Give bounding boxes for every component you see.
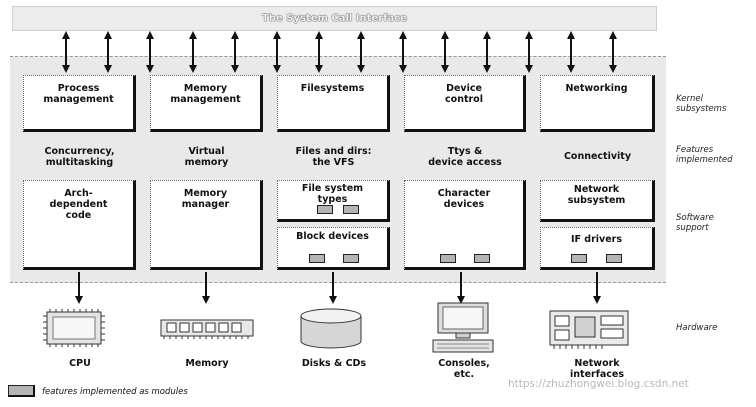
system-call-interface-label: The System Call Interface: [262, 13, 407, 24]
hw-label-memory: Memory: [185, 358, 229, 369]
module-indicator: [474, 254, 490, 263]
box-memory-management: Memory management: [150, 75, 263, 132]
legend-module-swatch: [8, 385, 35, 397]
module-indicator: [606, 254, 622, 263]
module-indicator: [343, 254, 359, 263]
label-network-subsystem: Network subsystem: [567, 184, 626, 206]
feature-device-access: Ttys & device access: [428, 146, 502, 168]
feature-connectivity: Connectivity: [563, 151, 632, 162]
module-indicator: [571, 254, 587, 263]
module-indicator: [317, 205, 333, 214]
hw-label-network-interfaces: Network interfaces: [570, 358, 624, 380]
system-call-interface: The System Call Interface: [12, 6, 657, 31]
label-memory-manager: Memory manager: [181, 188, 230, 210]
box-process-management: Process management: [23, 75, 136, 132]
box-memory-manager: Memory manager: [150, 180, 263, 270]
legend-label: features implemented as modules: [42, 387, 188, 397]
side-label-hardware: Hardware: [676, 323, 718, 333]
box-networking: Networking: [540, 75, 655, 132]
box-device-control: Device control: [404, 75, 526, 132]
label-file-system-types: File system types: [301, 183, 364, 205]
box-block-devices: Block devices: [277, 227, 390, 270]
label-process-management: Process management: [43, 83, 114, 105]
console-icon: [432, 302, 494, 353]
box-arch-dependent-code: Arch- dependent code: [23, 180, 136, 270]
box-if-drivers: IF drivers: [540, 227, 655, 270]
memory-icon: [160, 319, 254, 339]
label-networking: Networking: [565, 83, 628, 94]
feature-vfs: Files and dirs: the VFS: [295, 146, 372, 168]
label-if-drivers: IF drivers: [570, 234, 623, 245]
feature-concurrency: Concurrency, multitasking: [44, 146, 115, 168]
module-indicator: [440, 254, 456, 263]
disk-icon: [300, 308, 362, 349]
label-character-devices: Character devices: [437, 188, 491, 210]
box-network-subsystem: Network subsystem: [540, 180, 655, 222]
label-memory-management: Memory management: [170, 83, 241, 105]
side-label-features-implemented: Features implemented: [676, 145, 733, 165]
side-label-software-support: Software support: [676, 213, 714, 233]
watermark: https://zhuzhongwei.blog.csdn.net: [508, 378, 689, 390]
side-label-kernel-subsystems: Kernel subsystems: [676, 94, 727, 114]
label-block-devices: Block devices: [296, 231, 369, 242]
cpu-icon: [43, 309, 105, 347]
module-indicator: [343, 205, 359, 214]
module-indicator: [309, 254, 325, 263]
label-filesystems: Filesystems: [300, 83, 365, 94]
box-filesystems: Filesystems: [277, 75, 390, 132]
hw-label-cpu: CPU: [69, 358, 91, 369]
network-interface-icon: [549, 310, 629, 349]
feature-virtual-memory: Virtual memory: [184, 146, 229, 168]
hw-label-disks: Disks & CDs: [301, 358, 367, 369]
label-device-control: Device control: [445, 83, 483, 105]
box-file-system-types: File system types: [277, 180, 390, 222]
hw-label-consoles: Consoles, etc.: [438, 358, 490, 380]
box-character-devices: Character devices: [404, 180, 526, 270]
label-arch-dependent-code: Arch- dependent code: [49, 188, 108, 221]
